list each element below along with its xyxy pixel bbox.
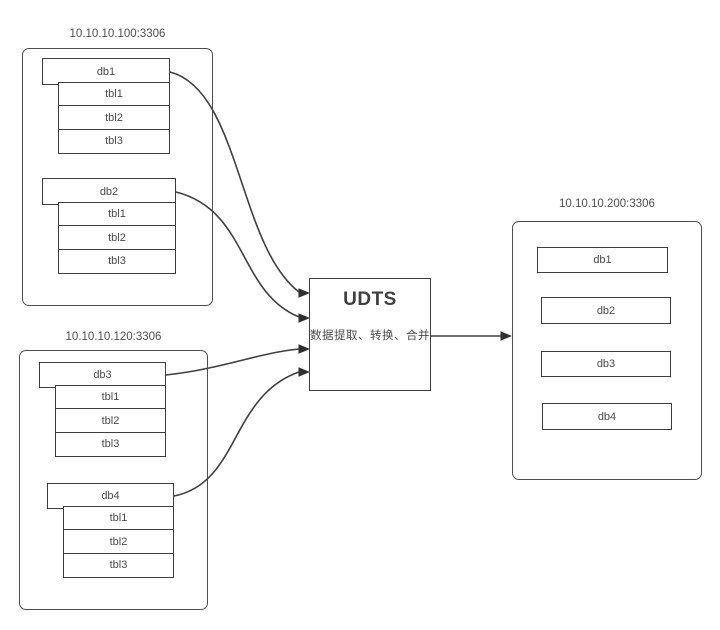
arrow-db3-to-udts (165, 348, 300, 376)
table-node: tbl3 (55, 431, 166, 457)
source1-db2-table-stack: tbl1 tbl2 tbl3 (58, 201, 176, 274)
arrowhead-icon (298, 288, 310, 298)
table-node: tbl3 (63, 552, 174, 578)
table-node: tbl2 (55, 408, 166, 434)
arrow-db2-to-udts (175, 191, 300, 318)
source2-db3-table-stack: tbl1 tbl2 tbl3 (55, 384, 166, 457)
table-node: tbl3 (58, 248, 176, 274)
source2-host-label: 10.10.10.120:3306 (65, 331, 162, 343)
table-node: tbl2 (63, 529, 174, 555)
source1-host-label: 10.10.10.100:3306 (69, 28, 166, 40)
table-node: tbl1 (58, 81, 170, 107)
table-node: tbl1 (58, 201, 176, 227)
table-node: tbl1 (63, 505, 174, 531)
udts-title: UDTS (343, 289, 397, 310)
arrow-db4-to-udts (173, 371, 300, 497)
udts-subtitle: 数据提取、转换、合并 (310, 330, 430, 342)
target-db2-node: db2 (541, 297, 671, 324)
source1-group-box (22, 48, 213, 306)
source2-group-box (19, 350, 208, 610)
source1-db1-table-stack: tbl1 tbl2 tbl3 (58, 81, 170, 154)
udts-node: UDTS 数据提取、转换、合并 (309, 278, 431, 391)
arrowhead-icon (298, 367, 310, 377)
target-group-box (512, 221, 702, 480)
arrowhead-icon (500, 331, 512, 341)
arrowhead-icon (298, 344, 310, 354)
target-db1-node: db1 (537, 247, 668, 273)
source2-db4-node: db4 (47, 483, 174, 509)
arrowhead-icon (298, 313, 310, 323)
source2-db4-table-stack: tbl1 tbl2 tbl3 (63, 505, 174, 578)
source2-db3-node: db3 (39, 362, 166, 388)
table-node: tbl2 (58, 225, 176, 251)
target-db3-node: db3 (541, 351, 671, 377)
table-node: tbl1 (55, 384, 166, 410)
source1-db1-node: db1 (42, 58, 170, 85)
arrow-db1-to-udts (169, 71, 300, 293)
table-node: tbl2 (58, 105, 170, 131)
table-node: tbl3 (58, 128, 170, 154)
target-db4-node: db4 (542, 403, 672, 430)
target-host-label: 10.10.10.200:3306 (559, 198, 655, 210)
